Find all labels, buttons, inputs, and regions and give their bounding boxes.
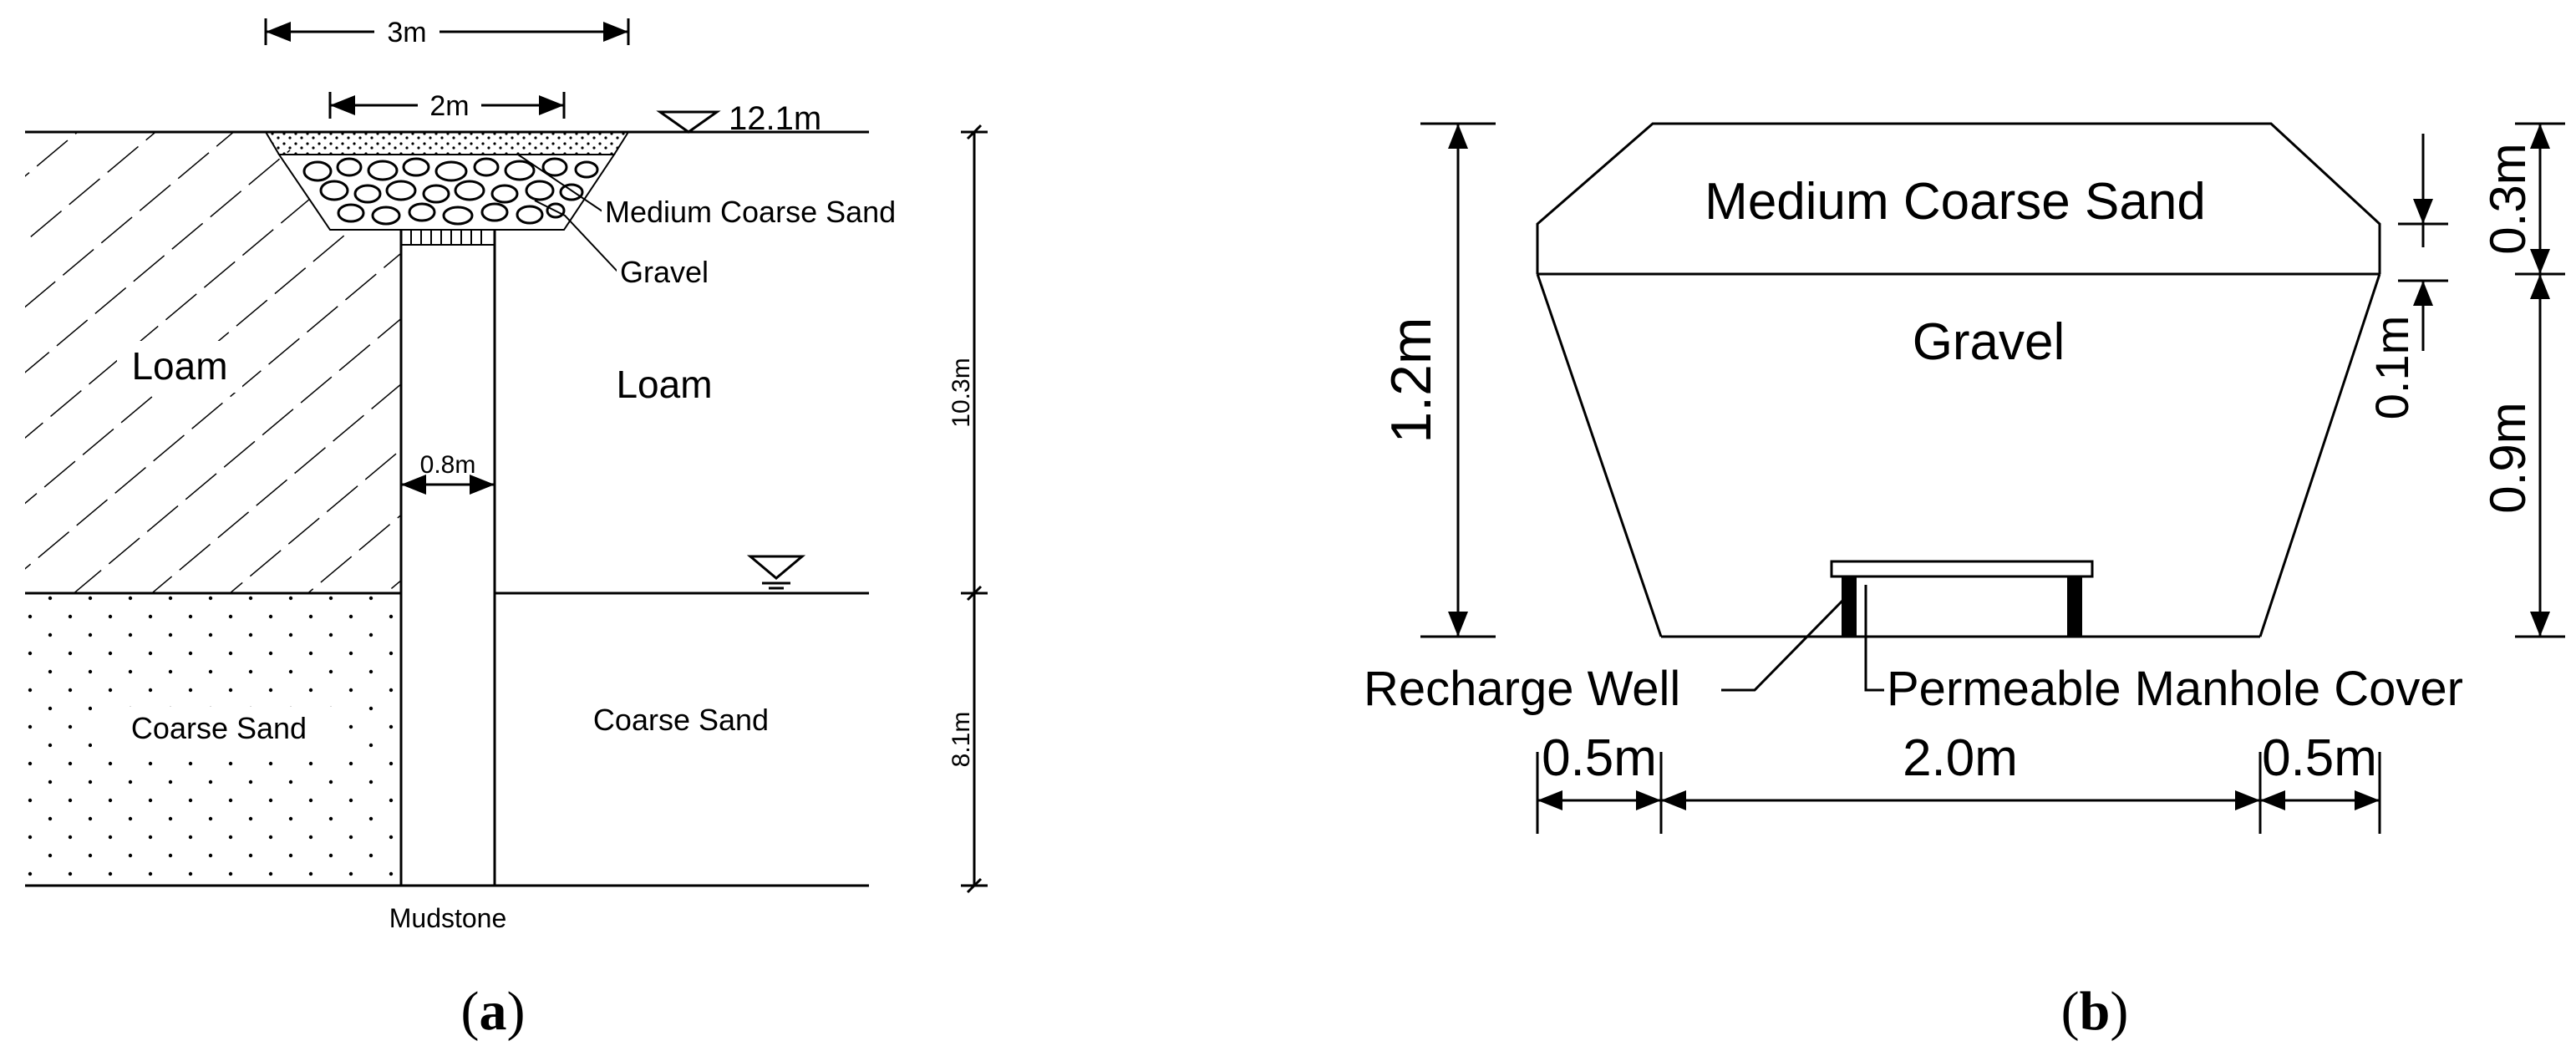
panel-a-caption: (a) bbox=[461, 981, 526, 1042]
total-height-label: 1.2m bbox=[1379, 317, 1443, 443]
well-wall-right bbox=[2067, 576, 2082, 637]
gap-label: 0.1m bbox=[2365, 316, 2418, 420]
trench-leader-lines bbox=[517, 154, 619, 273]
lower-depth-label: 8.1m bbox=[948, 712, 975, 768]
trench-medium-coarse-sand-label: Medium Coarse Sand bbox=[605, 195, 896, 229]
right-offset-label: 0.5m bbox=[2262, 729, 2377, 787]
loam-right-label: Loam bbox=[616, 363, 712, 406]
dimension-right bbox=[2515, 122, 2565, 638]
manhole-cover-label: Permeable Manhole Cover bbox=[1887, 662, 2463, 716]
well-wall-left bbox=[1842, 576, 1857, 637]
panel-b: Medium Coarse Sand Gravel 1.2m 0.3m 0.9m bbox=[1364, 122, 2565, 1042]
dimension-0-1m bbox=[2398, 134, 2448, 351]
dimension-bottom bbox=[1536, 752, 2381, 834]
recharge-well-label: Recharge Well bbox=[1364, 662, 1680, 716]
well-label-leaders bbox=[1721, 585, 1884, 692]
dimension-1-2m bbox=[1420, 122, 1496, 638]
gravel-label: Gravel bbox=[1913, 313, 2065, 371]
medium-coarse-sand-label: Medium Coarse Sand bbox=[1705, 173, 2206, 231]
surface-elevation-label: 12.1m bbox=[729, 100, 821, 137]
panel-b-caption: (b) bbox=[2061, 981, 2129, 1042]
recharge-well bbox=[1830, 560, 2094, 637]
coarse-sand-right-label: Coarse Sand bbox=[593, 703, 769, 737]
trench-sand-layer bbox=[264, 131, 630, 155]
sand-thickness-label: 0.3m bbox=[2480, 143, 2536, 254]
center-width-label: 2.0m bbox=[1903, 729, 2018, 787]
trench-gravel-label: Gravel bbox=[620, 255, 709, 289]
vertical-dimension-lines bbox=[961, 124, 988, 894]
mudstone-label: Mudstone bbox=[389, 903, 507, 933]
dimension-3m-label: 3m bbox=[387, 17, 426, 48]
coarse-sand-left-label: Coarse Sand bbox=[131, 711, 307, 745]
permeable-manhole-cover bbox=[1830, 560, 2094, 578]
dimension-3m bbox=[264, 18, 630, 45]
well-top-screen bbox=[400, 229, 495, 246]
panel-a-lines bbox=[25, 130, 869, 887]
left-offset-label: 0.5m bbox=[1542, 729, 1657, 787]
trench-outline bbox=[1536, 122, 2381, 638]
gravel-stones bbox=[302, 157, 599, 226]
upper-depth-label: 10.3m bbox=[948, 358, 975, 427]
groundwater-level-symbol bbox=[746, 555, 806, 590]
well-diameter-label: 0.8m bbox=[420, 451, 476, 479]
gravel-thickness-label: 0.9m bbox=[2480, 402, 2536, 513]
surface-water-level-symbol bbox=[656, 110, 721, 134]
panel-a: 3m 2m 12.1m 0.8m 10. bbox=[25, 17, 988, 1042]
loam-left-label: Loam bbox=[131, 344, 227, 388]
dimension-2m-label: 2m bbox=[429, 90, 469, 122]
